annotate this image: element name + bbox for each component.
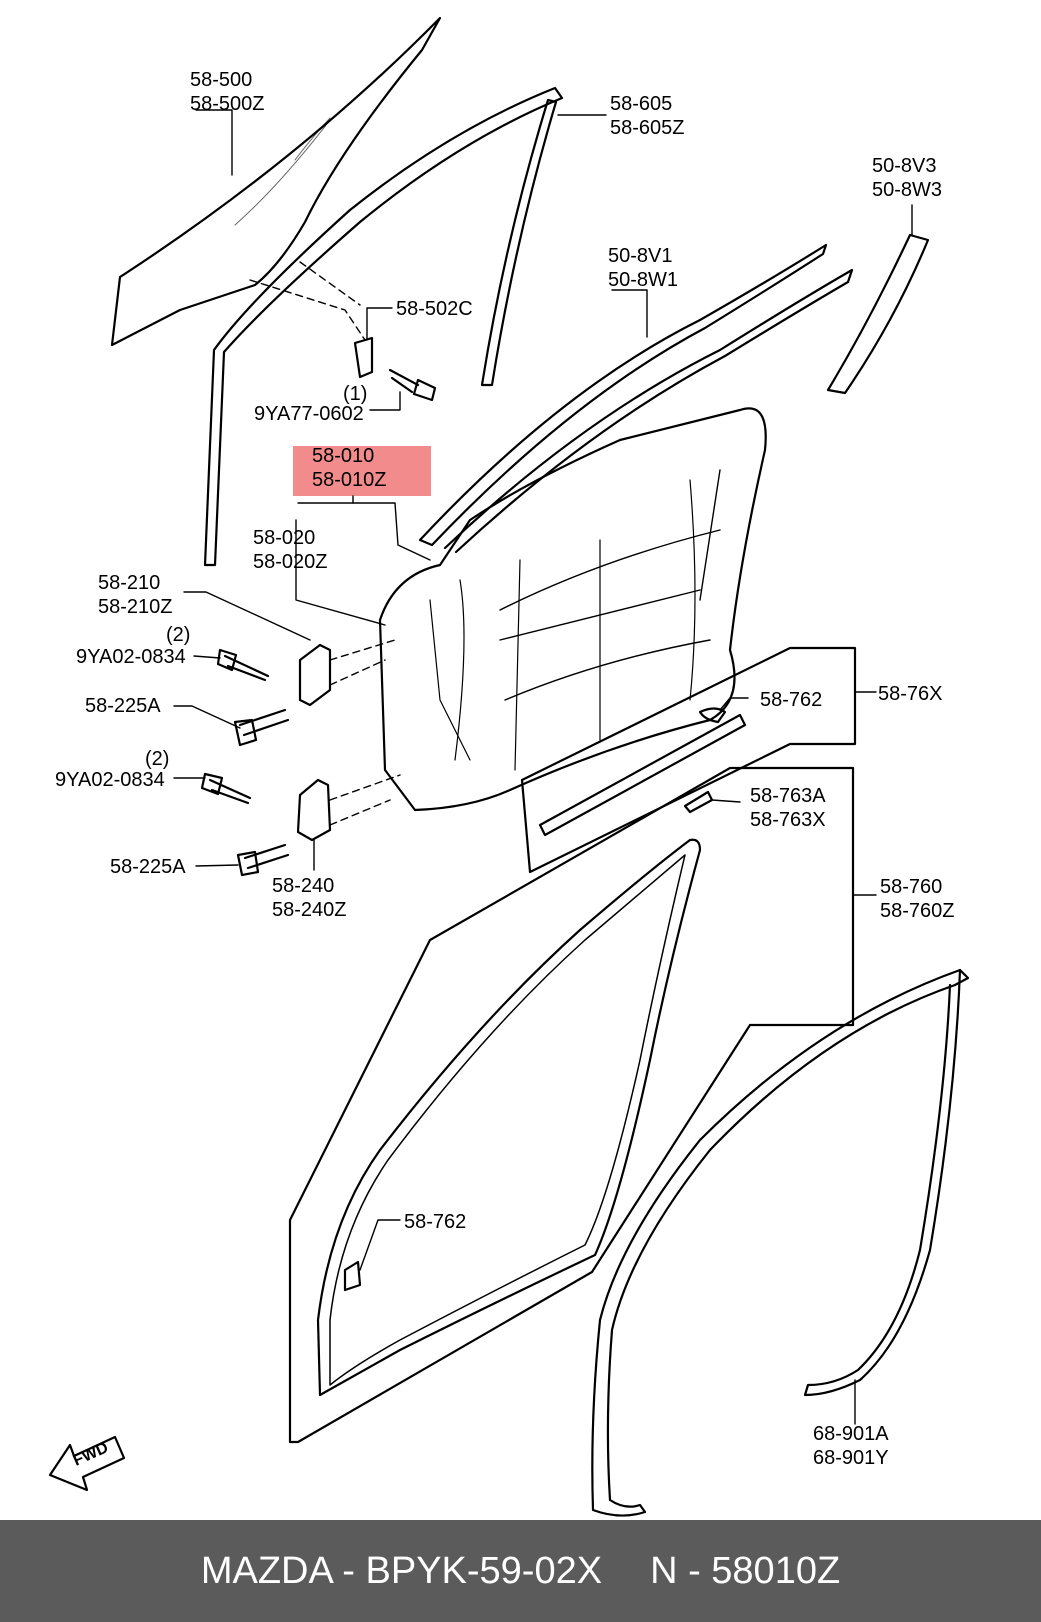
footer-part-number: MAZDA - BPYK-59-02X [200,1549,603,1592]
door-glass [110,16,442,347]
label-9ya02-0834-lower: 9YA02-0834 [55,769,165,791]
label-9ya02-0834-upper: 9YA02-0834 [76,646,186,668]
footer-oem-number: N - 58010Z [650,1549,841,1592]
label-58-225a-upper: 58-225A [85,695,161,717]
pillar-garnish [826,233,930,395]
label-qty-2-lower: (2) [145,748,169,770]
label-58-76x: 58-76X [878,683,943,705]
fwd-label: FWD [71,1439,111,1469]
glass-clip [353,336,374,379]
label-58-762-lower: 58-762 [404,1211,466,1233]
label-58-225a-lower: 58-225A [110,856,186,878]
door-shell [378,407,767,812]
label-9ya77-0602: 9YA77-0602 [254,403,364,425]
bolt-58-225a-upper [233,708,290,747]
highlight-box [293,446,431,496]
beltline-molding [418,243,828,547]
fwd-arrow [48,1435,126,1492]
bolt-upper-hinge [216,648,270,682]
bolt-9ya77 [388,368,437,402]
upper-hinge [298,643,332,707]
label-qty-2-upper: (2) [166,624,190,646]
bracket-58-760 [288,766,855,1444]
sash-channel [480,98,558,387]
door-weatherstrip [316,838,702,1397]
bolt-58-225a-lower [236,843,290,877]
bolt-lower-hinge [200,772,252,805]
label-58-502c: 58-502C [396,298,473,320]
bracket-58-76x [520,646,857,874]
opening-weatherstrip [591,968,970,1517]
label-qty-1: (1) [343,383,367,405]
footer-bar: MAZDA - BPYK-59-02X N - 58010Z [0,1520,1041,1622]
glass-run-channel [203,86,564,567]
lower-hinge [296,778,332,842]
label-58-762-upper: 58-762 [760,689,822,711]
